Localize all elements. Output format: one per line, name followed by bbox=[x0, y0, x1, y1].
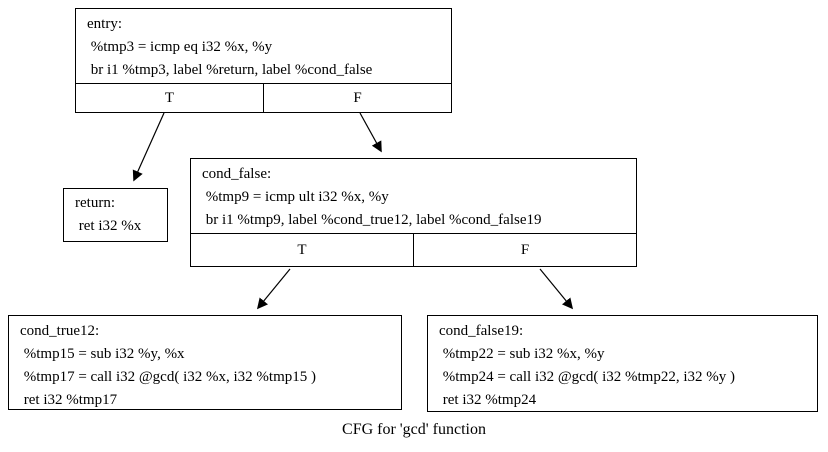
node-return: return: ret i32 %x bbox=[63, 188, 168, 242]
ir-instruction: %tmp24 = call i32 @gcd( i32 %tmp22, i32 … bbox=[439, 369, 735, 385]
edge-cond_false-F-cond_false19 bbox=[539, 268, 574, 310]
ir-instruction: %tmp9 = icmp ult i32 %x, %y bbox=[202, 189, 389, 205]
edge-entry-F-cond_false bbox=[359, 112, 382, 153]
node-cond-false19-body: cond_false19: %tmp22 = sub i32 %x, %y %t… bbox=[428, 316, 817, 412]
basic-block-label: cond_true12: bbox=[20, 323, 100, 339]
edge-cond_false-T-cond_true12 bbox=[256, 268, 291, 310]
basic-block-label: cond_false19: bbox=[439, 323, 524, 339]
ir-instruction: ret i32 %tmp17 bbox=[20, 392, 118, 408]
graph-caption: CFG for 'gcd' function bbox=[342, 421, 486, 438]
branch-true-cell: T bbox=[297, 242, 307, 258]
node-cond-false-branch-row: T F bbox=[191, 233, 636, 266]
ir-instruction: %tmp3 = icmp eq i32 %x, %y bbox=[87, 39, 273, 55]
ir-instruction: ret i32 %x bbox=[75, 218, 142, 234]
branch-false-cell: F bbox=[263, 84, 451, 112]
ir-instruction: %tmp17 = call i32 @gcd( i32 %x, i32 %tmp… bbox=[20, 369, 316, 385]
ir-instruction: br i1 %tmp9, label %cond_true12, label %… bbox=[202, 212, 542, 228]
ir-instruction: ret i32 %tmp24 bbox=[439, 392, 537, 408]
ir-instruction: %tmp22 = sub i32 %x, %y bbox=[439, 346, 605, 362]
edge-entry-T-return bbox=[132, 112, 165, 182]
ir-instruction: br i1 %tmp3, label %return, label %cond_… bbox=[87, 62, 373, 78]
node-entry: entry: %tmp3 = icmp eq i32 %x, %y br i1 … bbox=[75, 8, 452, 113]
node-cond-false19: cond_false19: %tmp22 = sub i32 %x, %y %t… bbox=[427, 315, 818, 412]
node-entry-branch-row: T F bbox=[76, 83, 451, 112]
branch-false-cell: F bbox=[413, 234, 636, 266]
node-cond-false: cond_false: %tmp9 = icmp ult i32 %x, %y … bbox=[190, 158, 637, 267]
basic-block-label: entry: bbox=[87, 16, 122, 32]
node-cond-true12: cond_true12: %tmp15 = sub i32 %y, %x %tm… bbox=[8, 315, 402, 410]
node-entry-body: entry: %tmp3 = icmp eq i32 %x, %y br i1 … bbox=[76, 9, 451, 83]
node-return-body: return: ret i32 %x bbox=[64, 189, 167, 238]
branch-true-cell: T bbox=[164, 90, 175, 106]
node-cond-false-body: cond_false: %tmp9 = icmp ult i32 %x, %y … bbox=[191, 159, 636, 233]
basic-block-label: return: bbox=[75, 195, 115, 211]
basic-block-label: cond_false: bbox=[202, 166, 272, 182]
node-cond-true12-body: cond_true12: %tmp15 = sub i32 %y, %x %tm… bbox=[9, 316, 401, 412]
ir-instruction: %tmp15 = sub i32 %y, %x bbox=[20, 346, 185, 362]
